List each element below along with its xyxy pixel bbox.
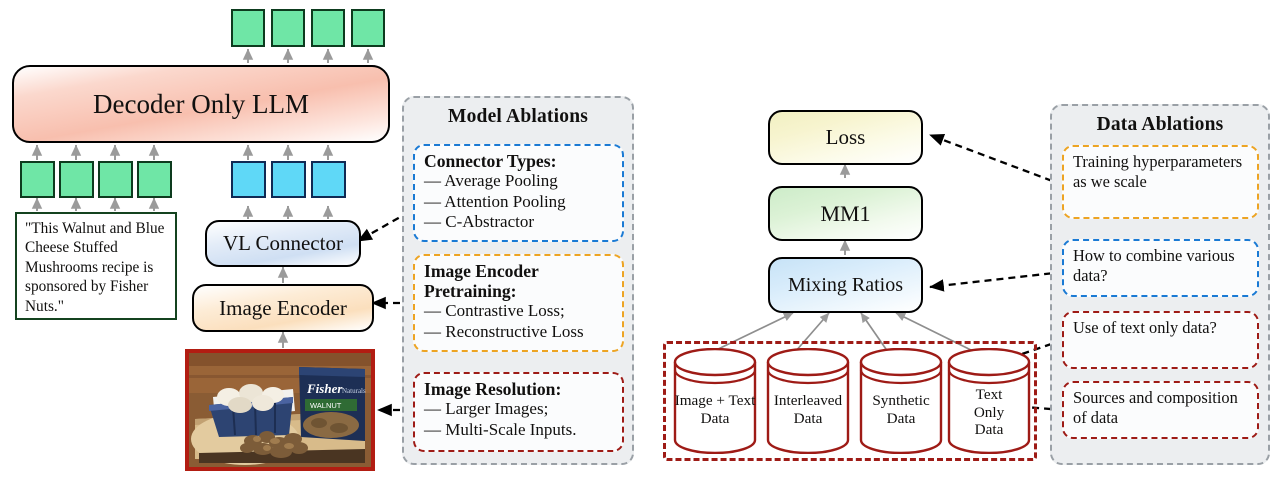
card-body: Training hyperparameters as we scale (1073, 152, 1243, 192)
card-heading: Connector Types: (424, 151, 557, 171)
image-encoder-label: Image Encoder (219, 295, 347, 320)
data-source-label: Text Only Data (973, 386, 1005, 439)
card-item: — Larger Images; (424, 399, 549, 419)
text-token (59, 161, 94, 198)
text-token (98, 161, 133, 198)
image-token (311, 161, 346, 198)
vl-connector-label: VL Connector (223, 231, 343, 256)
data-source-cylinder[interactable]: Synthetic Data (858, 348, 944, 454)
mm1-block[interactable]: MM1 (768, 186, 923, 241)
loss-label: Loss (825, 125, 866, 150)
card-heading: Image Resolution: (424, 379, 562, 399)
data-source-label: Image + Text Data (674, 392, 756, 427)
data-source-cylinder[interactable]: Interleaved Data (765, 348, 851, 454)
svg-text:Fisher: Fisher (306, 381, 343, 396)
output-token (351, 9, 385, 47)
card-body: How to combine various data? (1073, 246, 1235, 286)
output-token (231, 9, 265, 47)
card-item: — Average Pooling (424, 171, 558, 191)
input-caption-text: "This Walnut and Blue Cheese Stuffed Mus… (25, 220, 165, 315)
card-text-only-data[interactable]: Use of text only data? (1062, 311, 1259, 369)
loss-block[interactable]: Loss (768, 110, 923, 165)
image-token (231, 161, 266, 198)
decoder-only-llm-block[interactable]: Decoder Only LLM (12, 65, 390, 143)
data-source-label: Synthetic Data (872, 392, 930, 427)
data-ablations-title: Data Ablations (1096, 114, 1224, 135)
mixing-ratios-block[interactable]: Mixing Ratios (768, 257, 923, 313)
card-item: — C-Abstractor (424, 212, 535, 231)
card-combine-data[interactable]: How to combine various data? (1062, 239, 1259, 297)
text-token (20, 161, 55, 198)
input-caption-box: "This Walnut and Blue Cheese Stuffed Mus… (15, 212, 177, 320)
card-training-hyperparameters[interactable]: Training hyperparameters as we scale (1062, 145, 1259, 219)
output-token (311, 9, 345, 47)
card-item: — Contrastive Loss; (424, 301, 565, 321)
card-connector-types[interactable]: Connector Types: — Average Pooling — Att… (413, 144, 624, 242)
data-sources-group (663, 341, 1037, 461)
model-ablations-title: Model Ablations (447, 106, 589, 127)
card-item: — Attention Pooling (424, 191, 566, 211)
card-body: Use of text only data? (1073, 318, 1217, 337)
card-image-encoder-pretraining[interactable]: Image Encoder Pretraining: — Contrastive… (413, 254, 624, 352)
vl-connector-block[interactable]: VL Connector (205, 220, 361, 267)
decoder-only-llm-label: Decoder Only LLM (93, 88, 309, 119)
photo-illustration: Fisher Naturals WALNUT (189, 353, 371, 467)
card-sources-composition[interactable]: Sources and composition of data (1062, 381, 1259, 439)
data-source-cylinder[interactable]: Text Only Data (946, 348, 1032, 454)
svg-text:WALNUT: WALNUT (310, 401, 342, 410)
card-heading: Image Encoder Pretraining: (424, 261, 539, 302)
data-source-label: Interleaved Data (773, 392, 843, 427)
card-item: — Reconstructive Loss (424, 321, 584, 341)
mm1-label: MM1 (820, 200, 871, 226)
mixing-ratios-label: Mixing Ratios (787, 273, 903, 296)
data-source-cylinder[interactable]: Image + Text Data (672, 348, 758, 454)
svg-text:Naturals: Naturals (342, 387, 366, 395)
input-image-photo: Fisher Naturals WALNUT (185, 349, 375, 471)
card-item: — Multi-Scale Inputs. (424, 419, 577, 439)
text-token (137, 161, 172, 198)
card-body: Sources and composition of data (1073, 388, 1238, 428)
card-image-resolution[interactable]: Image Resolution: — Larger Images; — Mul… (413, 372, 624, 452)
image-token (271, 161, 306, 198)
image-encoder-block[interactable]: Image Encoder (192, 284, 374, 332)
output-token (271, 9, 305, 47)
